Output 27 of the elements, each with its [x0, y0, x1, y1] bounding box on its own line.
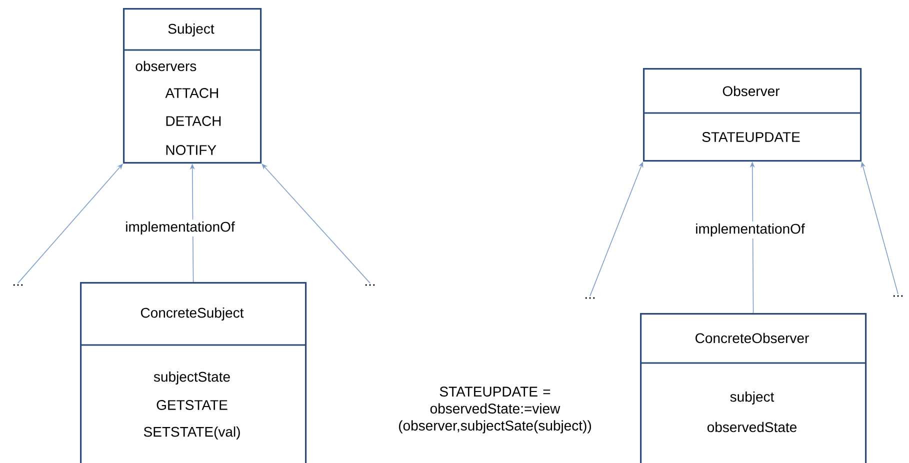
member-text: GETSTATE: [156, 400, 228, 410]
edge-label: implementationOf: [126, 221, 235, 235]
member-text: observers: [136, 60, 196, 72]
ellipsis-text: ...: [365, 284, 375, 286]
member-text: observedState: [707, 422, 797, 432]
member-text: NOTIFY: [166, 145, 216, 155]
class-name: Observer: [722, 86, 780, 96]
ellipsis-text: ...: [585, 297, 595, 299]
member-text: ATTACH: [165, 88, 218, 98]
edge-label: implementationOf: [696, 223, 805, 237]
member-text: subject: [730, 391, 774, 405]
member-text: subjectState: [154, 371, 230, 385]
ellipsis-text: ...: [13, 284, 23, 286]
member-text: STATEUPDATE: [702, 132, 800, 142]
note-text: STATEUPDATE = observedState:=view (observer,subjectSate(subject)): [399, 386, 591, 434]
arrow: [18, 164, 123, 284]
class-name: ConcreteSubject: [140, 307, 244, 321]
class-box: [80, 282, 307, 463]
ellipsis-text: ...: [893, 295, 903, 297]
class-box: [643, 68, 862, 162]
class-name: Subject: [168, 23, 214, 37]
member-text: DETACH: [166, 116, 221, 126]
member-text: SETSTATE(val): [144, 426, 240, 440]
class-name: ConcreteObserver: [696, 332, 809, 344]
class-box: [640, 313, 867, 463]
arrow: [262, 164, 370, 284]
class-box: [123, 8, 262, 164]
